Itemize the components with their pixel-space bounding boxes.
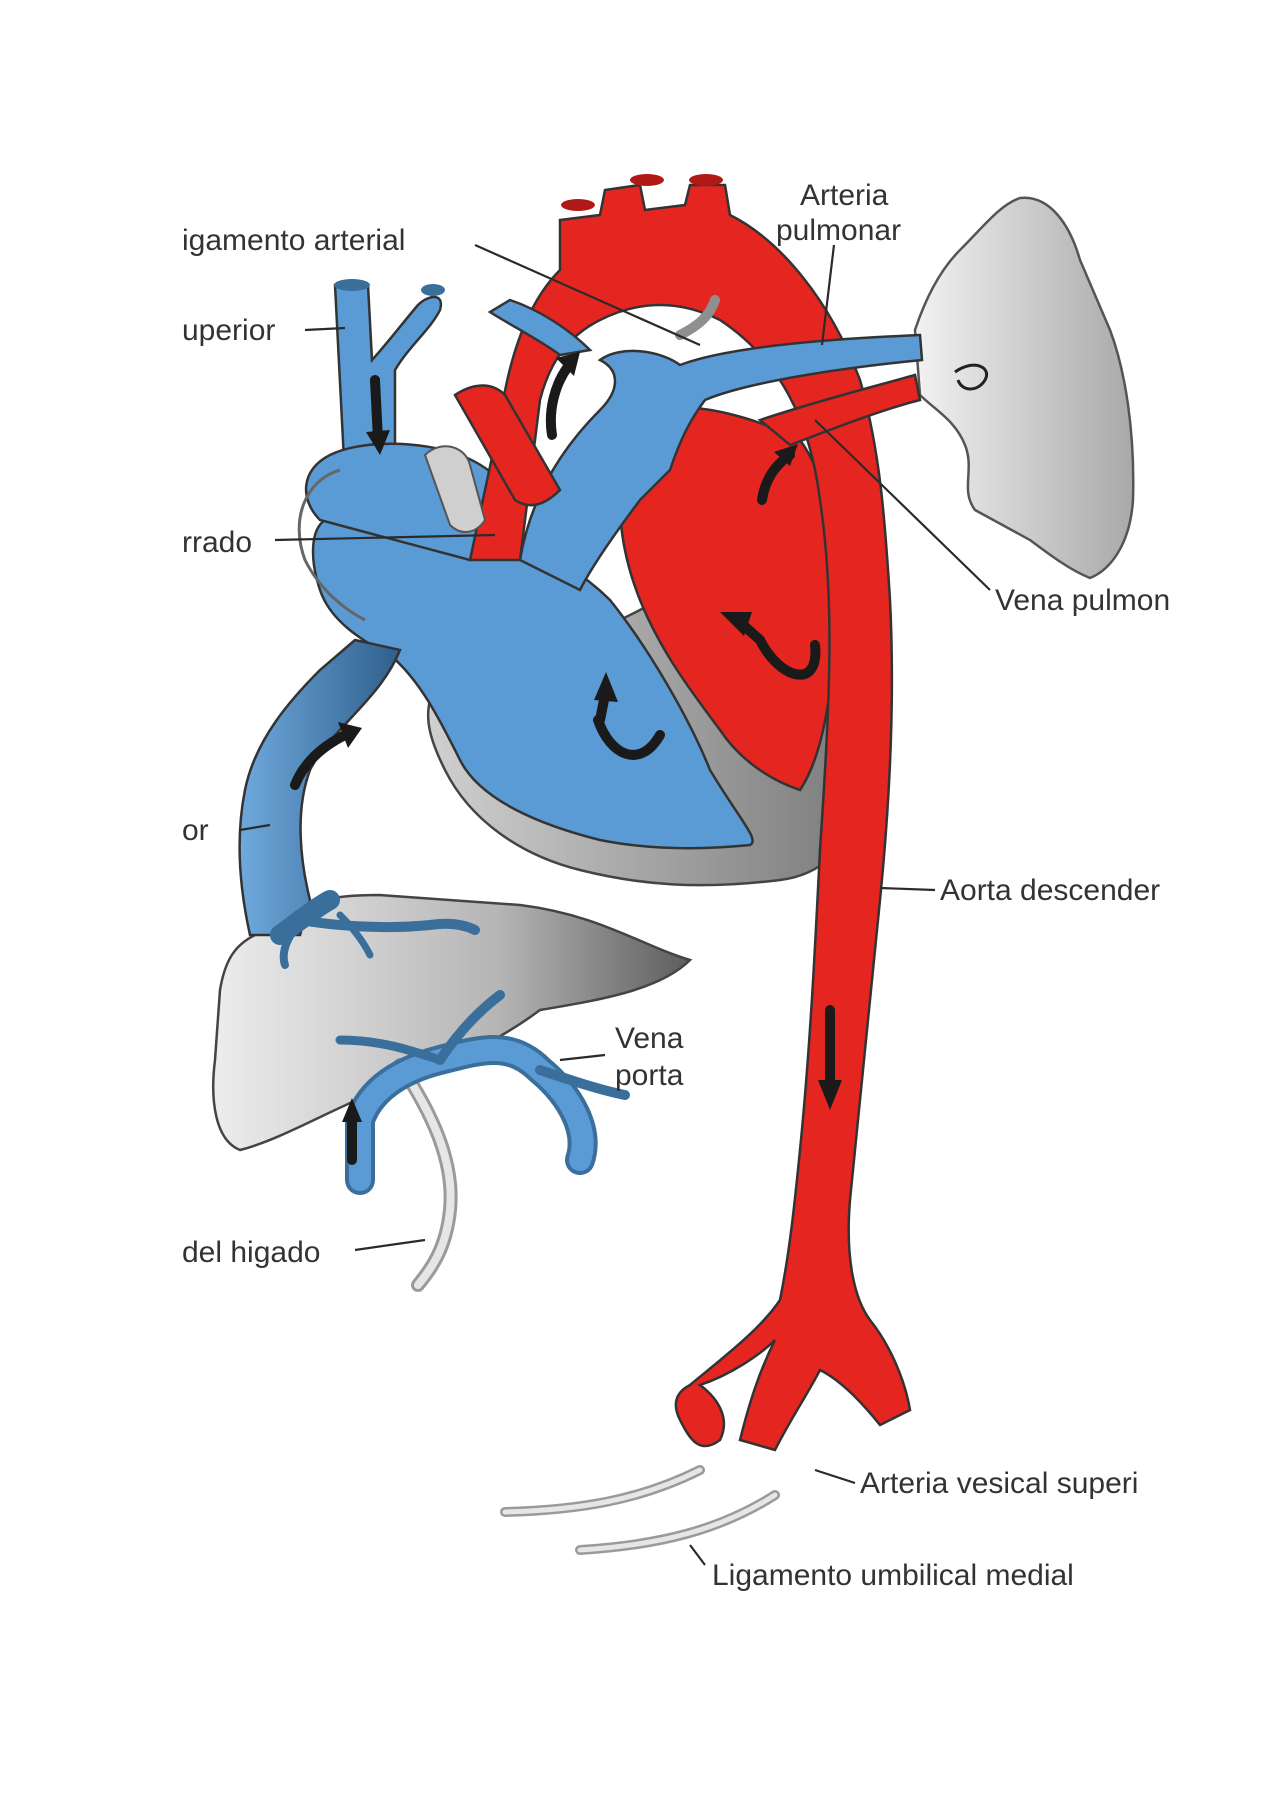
vena-cava-inferior [238,638,402,937]
label-arteria-vesical: Arteria vesical superi [860,1467,1138,1500]
label-cava-inferior: or [182,814,209,847]
arrow-icon [818,1080,842,1110]
leader-lines [239,243,991,1566]
label-vena-porta-1: Vena [615,1022,684,1055]
foramen-oval-outline [297,468,366,622]
label-aorta-descendente: Aorta descender [940,874,1160,907]
aorta [468,183,912,1452]
label-vena-porta-2: porta [615,1059,684,1092]
arrow-icon [370,375,383,445]
label-ligamento-arterial: igamento arterial [182,224,405,257]
labels: igamento arterial uperior rrado or del h… [182,179,1170,1592]
ductus-arteriosus [675,295,720,340]
label-ligamento-higado: del higado [182,1236,320,1269]
ligamento-umbilical [500,1465,780,1555]
lung-hilum-icon [954,363,989,391]
arrow-icon [290,730,350,790]
arrow-icon [556,352,580,376]
arteria-pulmonar [518,333,924,592]
arrow-icon [342,1098,362,1122]
arrow-icon [594,672,618,702]
arrow-icon [774,444,798,466]
label-arteria-pulmonar-2: pulmonar [776,214,901,247]
arrow-icon [338,722,362,748]
label-ligamento-umbilical: Ligamento umbilical medial [712,1559,1074,1592]
vena-porta [335,990,630,1195]
arrow-icon [593,715,665,760]
label-vena-pulmonar: Vena pulmon [995,584,1170,617]
vena-pulmonar-vessel [757,373,922,447]
foramen-oval [423,445,487,533]
pulmonary-branch-left [487,298,593,357]
label-arteria-pulmonar-1: Arteria [800,179,889,212]
arrow-icon [755,635,821,680]
arrow-icon [366,430,390,455]
label-cava-superior: uperior [182,314,275,347]
aortic-arch-branches [561,174,723,211]
label-foramen-cerrado: rrado [182,526,252,559]
vena-cava-superior [333,283,443,482]
lung [913,196,1135,580]
flow-arrows [290,352,842,1165]
pulmonary-vein-left [453,384,562,507]
arrow-icon [720,612,752,636]
arrow-icon [545,363,572,440]
hepatic-veins [270,890,480,969]
